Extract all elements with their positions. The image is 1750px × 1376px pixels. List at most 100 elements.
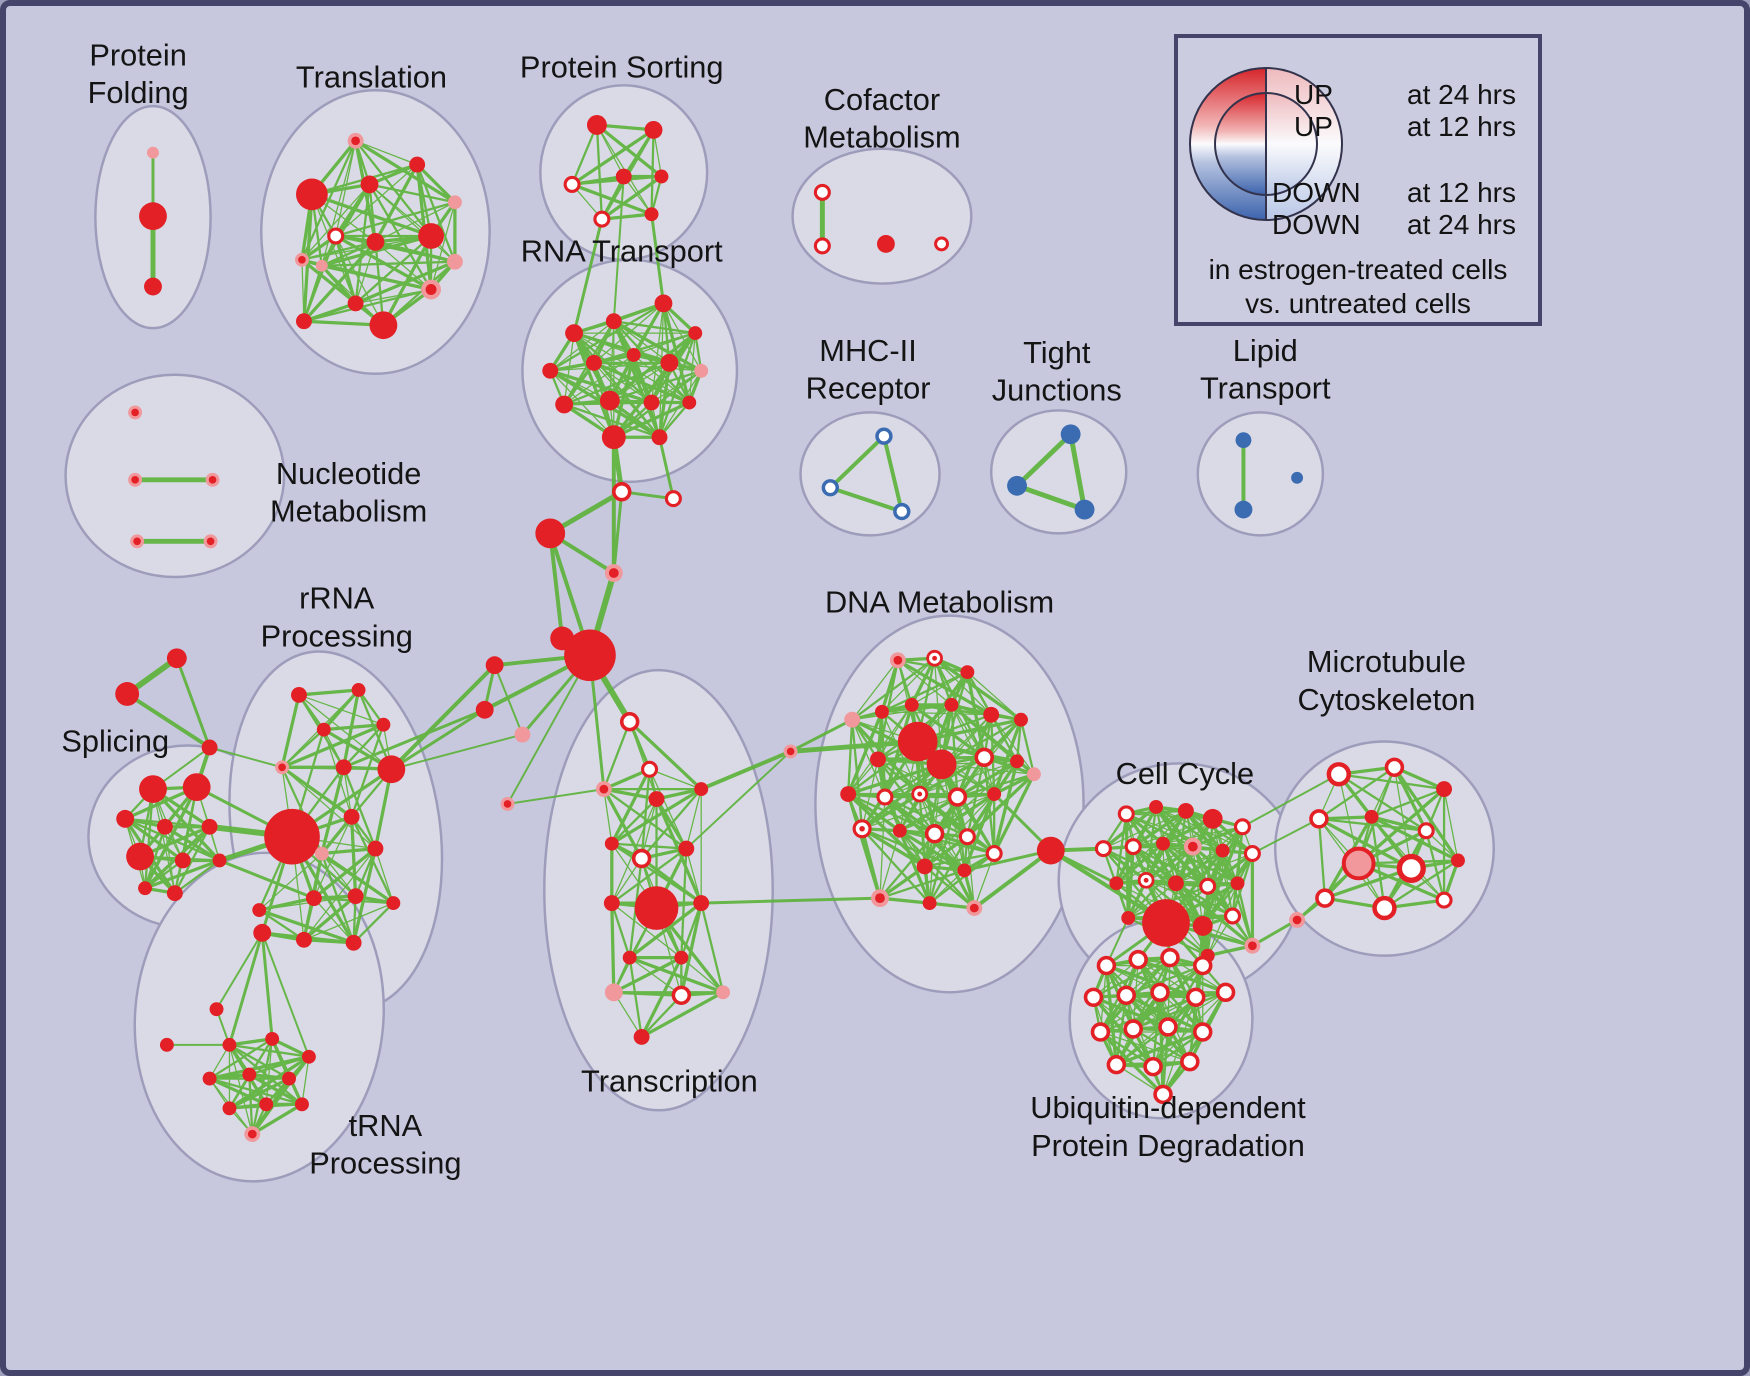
- legend-direction-label: UP: [1294, 79, 1333, 110]
- network-edge: [860, 827, 927, 869]
- network-edge: [351, 846, 378, 945]
- network-node: [934, 236, 949, 252]
- network-edge: [609, 362, 671, 402]
- network-edge: [1369, 815, 1428, 833]
- cluster-ellipse-tight-junctions: [989, 409, 1128, 535]
- network-node: [1435, 891, 1453, 909]
- network-node: [694, 363, 709, 378]
- network-node: [126, 842, 154, 871]
- network-node: [1014, 712, 1028, 727]
- network-node: [253, 923, 272, 942]
- network-node: [139, 202, 167, 231]
- network-edge: [612, 175, 625, 323]
- legend-direction-label: DOWN: [1272, 209, 1361, 240]
- network-edge: [1145, 849, 1224, 881]
- network-node: [682, 395, 697, 410]
- network-node-core: [932, 655, 938, 661]
- network-node: [265, 1031, 280, 1046]
- network-edge: [373, 240, 457, 264]
- network-edge: [280, 765, 354, 819]
- legend-ring-inner: [1215, 93, 1317, 195]
- network-edge: [600, 174, 664, 221]
- network-node: [1143, 1056, 1163, 1077]
- network-edge: [1099, 996, 1197, 1034]
- network-edge: [628, 901, 703, 960]
- network-edge: [877, 704, 913, 761]
- network-node: [1199, 877, 1217, 895]
- network-edge: [390, 733, 524, 771]
- network-edge: [685, 847, 702, 904]
- network-node: [664, 490, 682, 508]
- network-edge: [302, 264, 323, 323]
- network-edge: [593, 302, 665, 364]
- network-edge: [208, 1037, 274, 1080]
- network-node: [1230, 876, 1245, 891]
- network-edge: [628, 720, 703, 791]
- network-node: [282, 1071, 296, 1086]
- network-node: [648, 791, 665, 807]
- network-node: [1417, 822, 1435, 840]
- network-node: [612, 482, 632, 502]
- network-node: [813, 183, 831, 201]
- network-edge: [828, 434, 886, 490]
- network-node: [564, 629, 616, 682]
- network-edge: [911, 671, 969, 706]
- network-node: [643, 394, 660, 411]
- cluster-label-tight-junctions: Tight: [1023, 335, 1091, 370]
- network-node: [138, 881, 152, 896]
- cluster-label-protein-folding: Folding: [88, 75, 189, 110]
- network-edge: [629, 956, 682, 996]
- network-edge: [352, 901, 395, 944]
- network-edge: [227, 1055, 311, 1110]
- network-edge: [1206, 851, 1255, 888]
- network-node: [1149, 800, 1164, 814]
- network-edge: [354, 234, 433, 305]
- legend-footer-line1: in estrogen-treated cells: [1208, 254, 1508, 285]
- network-edge: [1015, 718, 1023, 763]
- network-edge: [321, 265, 385, 326]
- network-node: [983, 706, 1000, 723]
- network-node: [1372, 895, 1397, 921]
- network-edge: [972, 848, 1053, 911]
- network-edge: [650, 128, 655, 216]
- network-edge: [208, 746, 284, 769]
- network-node: [897, 721, 938, 762]
- network-edge: [368, 183, 377, 244]
- cluster-ellipse-cofactor-metabolism: [791, 147, 973, 285]
- network-edge: [992, 772, 1036, 796]
- network-node: [626, 347, 641, 362]
- network-node: [1106, 1054, 1127, 1075]
- network-edge: [699, 749, 793, 792]
- network-edge: [506, 788, 605, 805]
- network-edge: [1175, 852, 1254, 884]
- network-node: [542, 362, 559, 379]
- network-node: [1156, 836, 1170, 851]
- network-node: [644, 207, 659, 222]
- network-node: [377, 755, 406, 784]
- network-edge: [898, 829, 976, 910]
- network-node: [166, 648, 187, 669]
- network-node: [1233, 818, 1251, 836]
- network-edge: [879, 865, 926, 899]
- network-node: [209, 1002, 224, 1017]
- network-node: [156, 818, 173, 835]
- network-node-core: [206, 537, 215, 546]
- network-node: [654, 294, 673, 313]
- legend-row-down-12: DOWN at 12 hrs: [1178, 178, 1538, 208]
- network-node-core: [278, 763, 286, 772]
- network-node: [147, 146, 159, 159]
- network-node: [347, 888, 364, 905]
- network-edge: [247, 1072, 304, 1106]
- network-node: [343, 808, 360, 825]
- network-edge: [175, 656, 212, 749]
- legend-direction-label: UP: [1294, 111, 1333, 142]
- network-node: [1150, 982, 1170, 1003]
- network-node: [644, 120, 663, 139]
- network-node-core: [1292, 915, 1302, 925]
- network-edge: [1392, 765, 1460, 863]
- network-edge: [1383, 859, 1460, 910]
- network-node: [475, 700, 494, 719]
- network-edge: [1236, 882, 1254, 947]
- cluster-ellipses: [64, 84, 1495, 1183]
- network-node-core: [875, 893, 885, 904]
